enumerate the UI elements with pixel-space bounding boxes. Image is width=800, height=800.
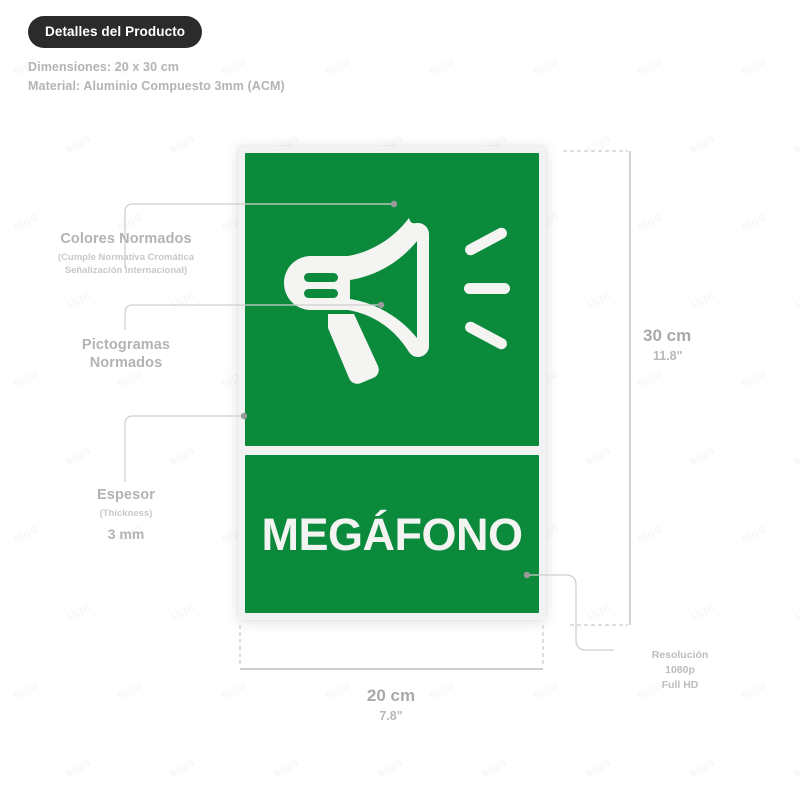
sign-label-panel: MEGÁFONO xyxy=(245,455,539,613)
watermark-text: sigo xyxy=(322,53,353,79)
watermark-text: sigo xyxy=(166,287,197,313)
dimension-height-main: 30 cm xyxy=(643,326,692,345)
watermark-text: sigo xyxy=(738,53,769,79)
watermark-text: sigo xyxy=(790,287,800,313)
sound-wave-middle xyxy=(464,282,510,294)
watermark-text: sigo xyxy=(686,755,717,781)
annotation-espesor-title: Espesor xyxy=(97,487,155,503)
annotation-pictogramas-line2: Normados xyxy=(89,355,163,372)
dimension-width: 20 cm 7.8" xyxy=(294,686,488,723)
watermark-text: sigo xyxy=(686,287,717,313)
watermark-text: sigo xyxy=(738,365,769,391)
annotation-colores-title: Colores Normados xyxy=(60,231,192,247)
watermark-text: sigo xyxy=(582,599,613,625)
watermark-text: sigo xyxy=(790,755,800,781)
megaphone-icon xyxy=(284,217,510,384)
annotation-colores-sub-line1: (Cumple Normativa Cromática xyxy=(57,252,195,264)
resolution-annotation: Resolución 1080p Full HD xyxy=(630,648,730,694)
annotation-espesor-value: 3 mm xyxy=(107,525,145,542)
watermark-text: sigo xyxy=(166,755,197,781)
watermark-text: sigo xyxy=(530,53,561,79)
annotation-pictogramas-line1: Pictogramas xyxy=(81,337,171,353)
watermark-text: sigo xyxy=(478,755,509,781)
sign-label-text: MEGÁFONO xyxy=(261,508,524,560)
watermark-text: sigo xyxy=(790,599,800,625)
sign-pictogram-panel xyxy=(245,153,539,446)
watermark-text: sigo xyxy=(738,677,769,703)
dimension-height-sub: 11.8" xyxy=(653,348,683,363)
watermark-text: sigo xyxy=(62,755,93,781)
watermark-text: sigo xyxy=(790,131,800,157)
sound-wave-top xyxy=(465,227,507,255)
watermark-text: sigo xyxy=(582,287,613,313)
annotation-colores-normados: Colores Normados (Cumple Normativa Cromá… xyxy=(22,230,230,278)
product-details-header: Detalles del Producto Dimensiones: 20 x … xyxy=(28,16,285,93)
watermark-text: sigo xyxy=(686,599,717,625)
watermark-text: sigo xyxy=(426,53,457,79)
annotation-espesor: Espesor (Thickness) 3 mm xyxy=(42,486,210,542)
resolution-label: Resolución xyxy=(651,649,709,661)
sound-wave-bottom xyxy=(465,321,507,349)
watermark-text: sigo xyxy=(62,287,93,313)
spec-dimensions: Dimensiones: 20 x 30 cm xyxy=(28,60,179,74)
dimension-width-sub: 7.8" xyxy=(379,708,403,723)
watermark-text: sigo xyxy=(686,443,717,469)
watermark-text: sigo xyxy=(582,755,613,781)
leader-line-espesor xyxy=(124,415,242,482)
sign-panel-divider xyxy=(245,446,539,455)
watermark-text: sigo xyxy=(634,521,665,547)
watermark-text: sigo xyxy=(634,53,665,79)
dimension-width-main: 20 cm xyxy=(366,686,416,705)
watermark-text: sigo xyxy=(114,677,145,703)
details-badge: Detalles del Producto xyxy=(28,16,203,48)
watermark-text: sigo xyxy=(62,599,93,625)
annotation-pictogramas-normados: Pictogramas Normados xyxy=(32,336,220,372)
watermark-text: sigo xyxy=(790,443,800,469)
watermark-text: sigo xyxy=(686,131,717,157)
product-sign-card[interactable]: MEGÁFONO xyxy=(238,146,546,620)
watermark-text: sigo xyxy=(62,131,93,157)
watermark-text: sigo xyxy=(62,443,93,469)
watermark-text: sigo xyxy=(166,131,197,157)
watermark-text: sigo xyxy=(10,521,41,547)
dimension-height: 30 cm 11.8" xyxy=(643,326,691,363)
annotation-espesor-subtitle: (Thickness) xyxy=(99,508,153,520)
watermark-text: sigo xyxy=(530,677,561,703)
watermark-text: sigo xyxy=(634,365,665,391)
resolution-value: 1080p xyxy=(665,664,695,677)
annotation-colores-subtitle: (Cumple Normativa Cromática Señalización… xyxy=(22,252,230,278)
watermark-text: sigo xyxy=(218,677,249,703)
spec-material: Material: Aluminio Compuesto 3mm (ACM) xyxy=(28,79,285,93)
watermark-text: sigo xyxy=(738,209,769,235)
watermark-text: sigo xyxy=(738,521,769,547)
watermark-text: sigo xyxy=(374,755,405,781)
watermark-text: sigo xyxy=(634,209,665,235)
watermark-text: sigo xyxy=(270,755,301,781)
watermark-text: sigo xyxy=(582,131,613,157)
watermark-text: sigo xyxy=(10,677,41,703)
annotation-colores-sub-line2: Señalización Internacional) xyxy=(64,264,188,276)
resolution-quality: Full HD xyxy=(661,679,699,692)
watermark-text: sigo xyxy=(166,443,197,469)
annotation-pictogramas-title: Pictogramas Normados xyxy=(32,336,220,372)
watermark-text: sigo xyxy=(166,599,197,625)
watermark-text: sigo xyxy=(582,443,613,469)
